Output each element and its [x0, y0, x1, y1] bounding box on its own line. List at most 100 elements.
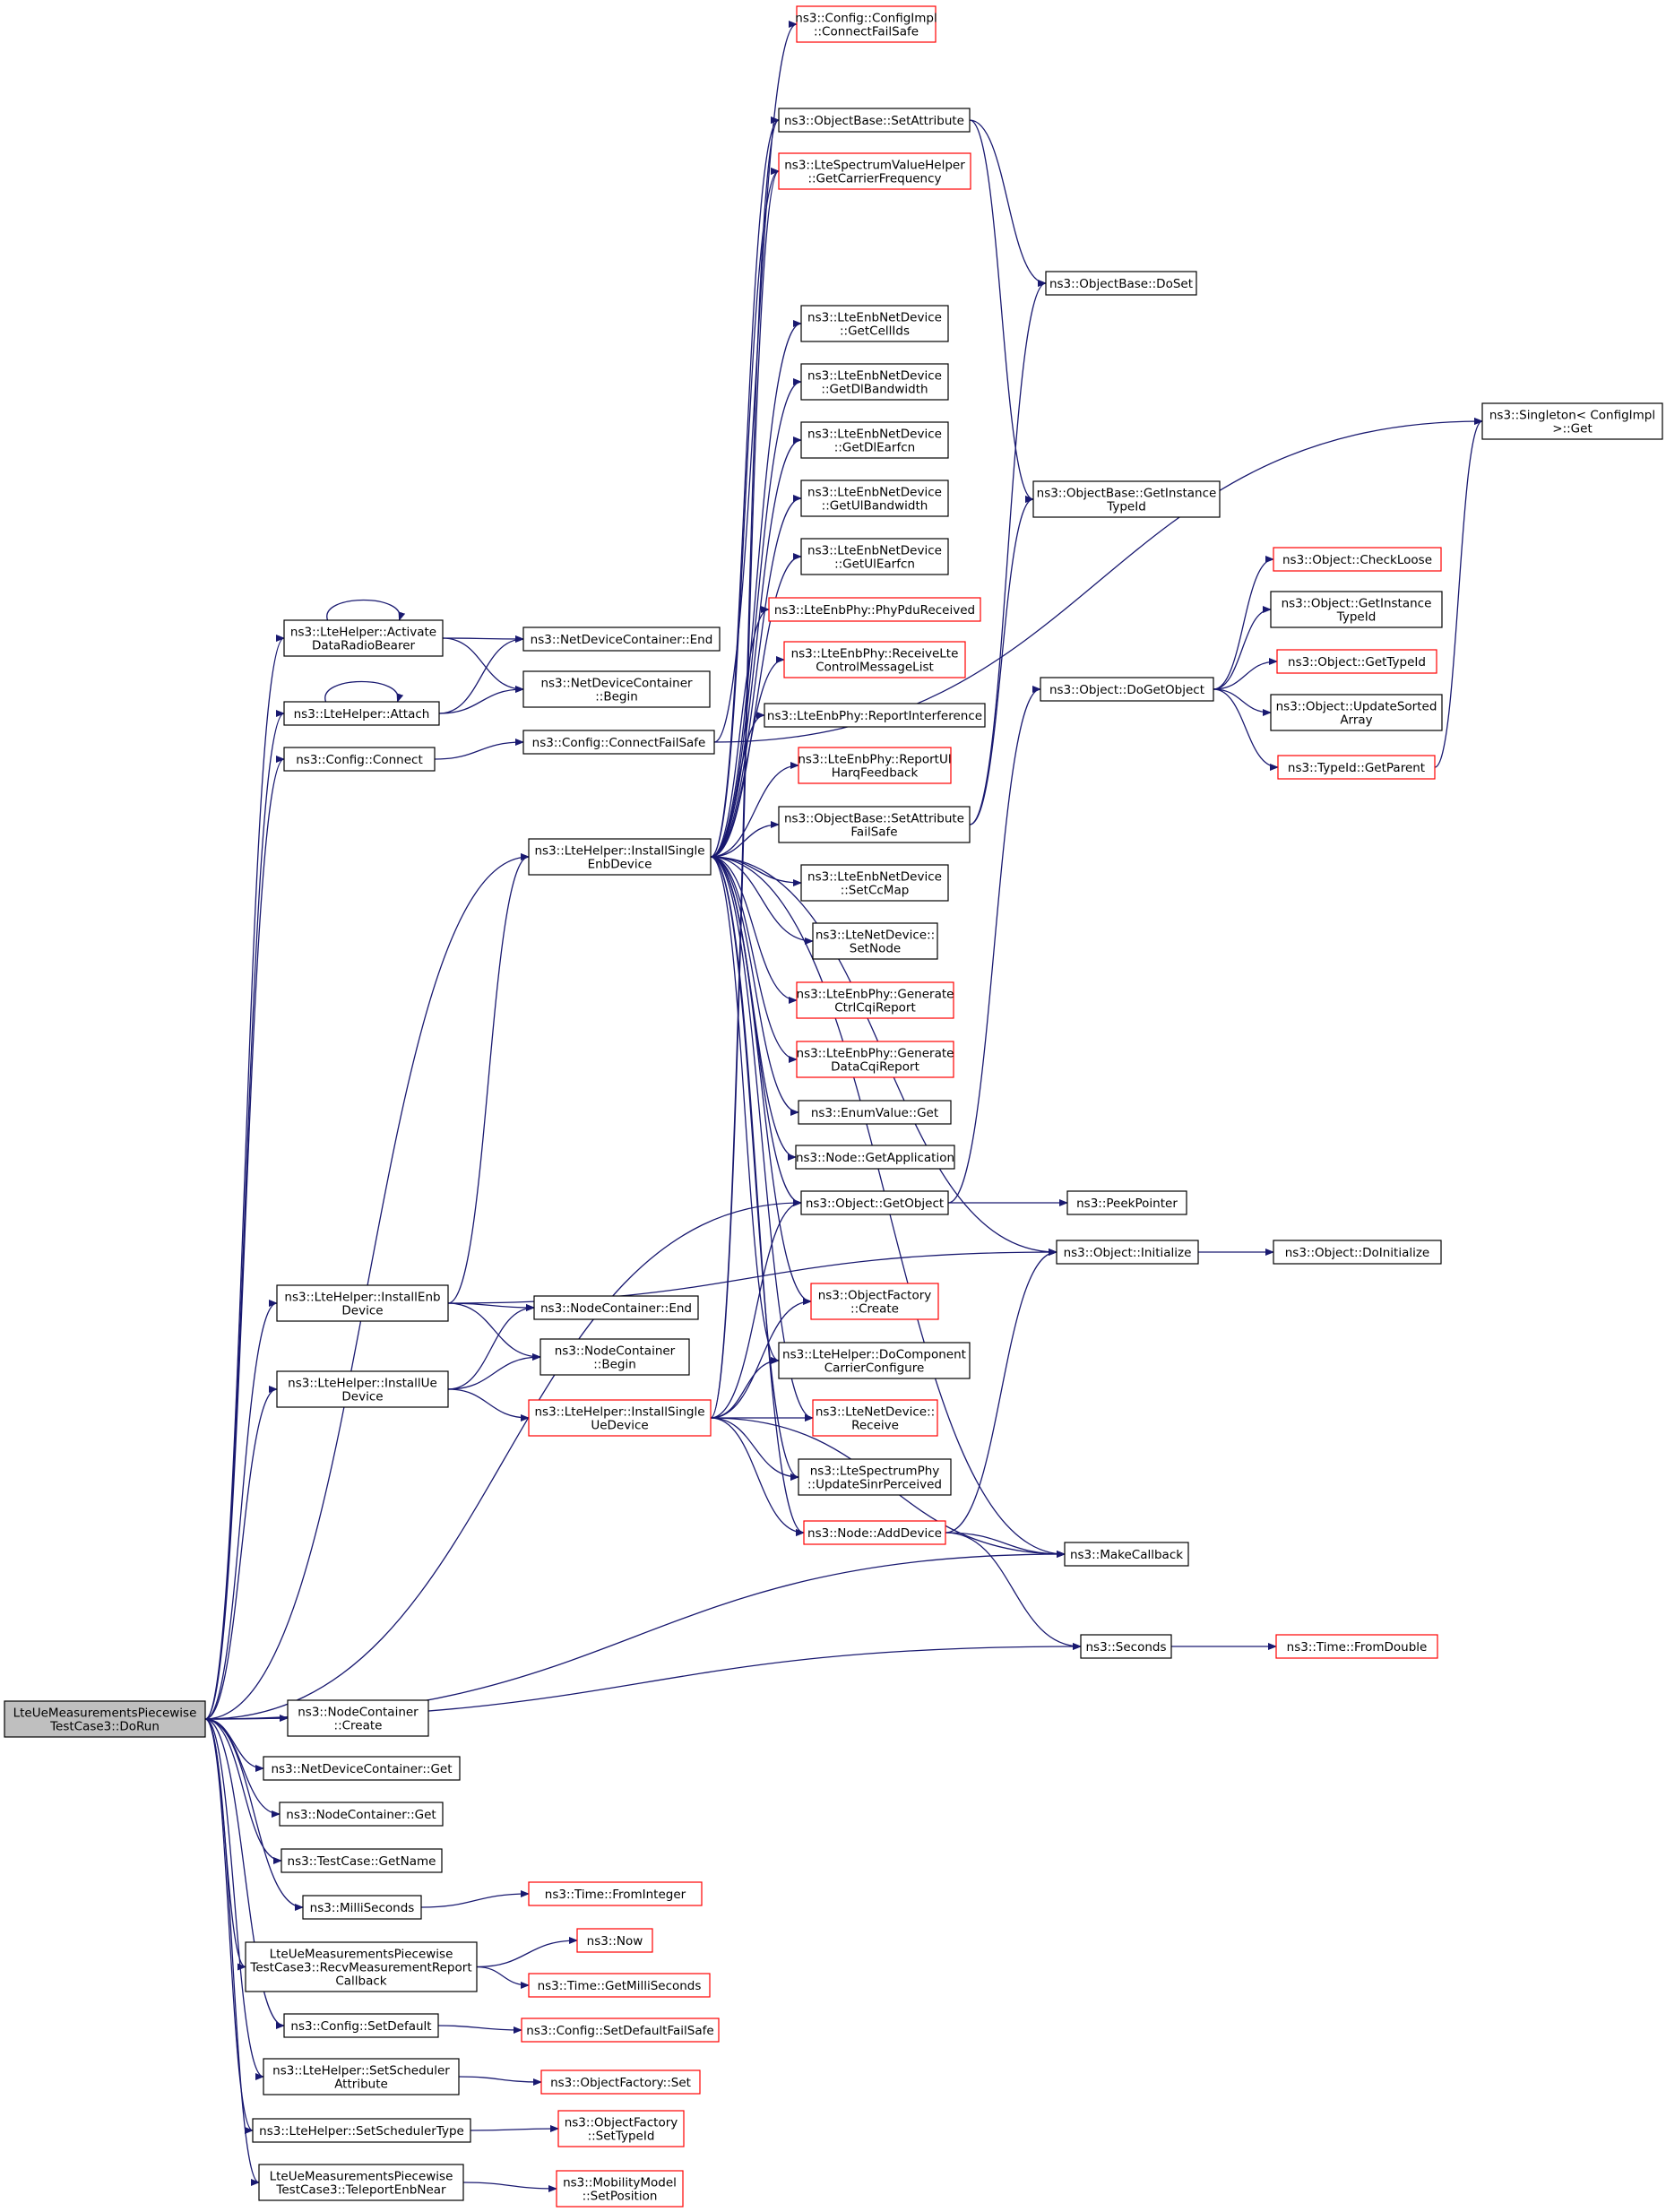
- node-getulearfcn[interactable]: ns3::LteEnbNetDevice::GetUlEarfcn: [800, 538, 949, 575]
- node-box[interactable]: [778, 806, 971, 843]
- node-setpos[interactable]: ns3::MobilityModel::SetPosition: [556, 2170, 684, 2208]
- node-box[interactable]: [783, 641, 966, 678]
- node-box[interactable]: [803, 1520, 946, 1545]
- node-box[interactable]: [1275, 1634, 1438, 1659]
- node-box[interactable]: [800, 363, 949, 401]
- node-box[interactable]: [522, 670, 711, 708]
- node-box[interactable]: [540, 1338, 690, 1376]
- node-box[interactable]: [576, 1928, 653, 1953]
- node-getobject[interactable]: ns3::Object::GetObject: [800, 1190, 949, 1215]
- node-getcellids[interactable]: ns3::LteEnbNetDevice::GetCellIds: [800, 305, 949, 342]
- node-box[interactable]: [281, 1848, 443, 1873]
- node-box[interactable]: [800, 538, 949, 575]
- node-box[interactable]: [279, 1802, 444, 1827]
- node-dogetobject[interactable]: ns3::Object::DoGetObject: [1040, 677, 1214, 702]
- node-box[interactable]: [540, 2069, 701, 2095]
- node-box[interactable]: [768, 597, 981, 622]
- node-box[interactable]: [521, 2018, 720, 2043]
- node-getapp[interactable]: ns3::Node::GetApplication: [795, 1145, 955, 1170]
- node-box[interactable]: [283, 2013, 439, 2038]
- node-box[interactable]: [1270, 694, 1443, 731]
- node-setdefault[interactable]: ns3::Config::SetDefault: [283, 2013, 439, 2038]
- node-doinit[interactable]: ns3::Object::DoInitialize: [1273, 1240, 1442, 1265]
- node-initialize[interactable]: ns3::Object::Initialize: [1056, 1240, 1199, 1265]
- node-box[interactable]: [1045, 271, 1197, 296]
- node-checkloose[interactable]: ns3::Object::CheckLoose: [1273, 547, 1442, 572]
- node-recvcb[interactable]: LteUeMeasurementsPiecewiseTestCase3::Rec…: [245, 1941, 478, 1992]
- node-box[interactable]: [1481, 402, 1663, 440]
- node-box[interactable]: [778, 108, 971, 133]
- node-reportinterf[interactable]: ns3::LteEnbPhy::ReportInterference: [764, 703, 986, 728]
- node-ndcget[interactable]: ns3::NetDeviceContainer::Get: [263, 1756, 461, 1781]
- node-getcarrier[interactable]: ns3::LteSpectrumValueHelper::GetCarrierF…: [778, 152, 971, 190]
- node-box[interactable]: [778, 152, 971, 190]
- node-box[interactable]: [557, 2110, 685, 2147]
- node-docc[interactable]: ns3::LteHelper::DoComponentCarrierConfig…: [778, 1342, 971, 1379]
- node-box[interactable]: [1066, 1190, 1187, 1215]
- node-enumget[interactable]: ns3::EnumValue::Get: [798, 1100, 952, 1125]
- node-box[interactable]: [796, 5, 937, 43]
- node-box[interactable]: [798, 747, 952, 784]
- node-getname[interactable]: ns3::TestCase::GetName: [281, 1848, 443, 1873]
- node-box[interactable]: [800, 864, 949, 902]
- node-box[interactable]: [800, 421, 949, 459]
- node-setdefaultfs[interactable]: ns3::Config::SetDefaultFailSafe: [521, 2018, 720, 2043]
- node-fromdouble[interactable]: ns3::Time::FromDouble: [1275, 1634, 1438, 1659]
- node-box[interactable]: [812, 922, 938, 960]
- node-setnode[interactable]: ns3::LteNetDevice::SetNode: [812, 922, 938, 960]
- node-box[interactable]: [522, 730, 715, 755]
- node-box[interactable]: [276, 1284, 449, 1322]
- node-box[interactable]: [1080, 1634, 1172, 1659]
- node-box[interactable]: [798, 1100, 952, 1125]
- node-box[interactable]: [287, 1699, 429, 1737]
- node-box[interactable]: [1032, 480, 1221, 518]
- node-adddevice[interactable]: ns3::Node::AddDevice: [803, 1520, 946, 1545]
- node-box[interactable]: [1056, 1240, 1199, 1265]
- node-makecb[interactable]: ns3::MakeCallback: [1064, 1542, 1189, 1567]
- node-box[interactable]: [810, 1283, 939, 1320]
- node-getparent[interactable]: ns3::TypeId::GetParent: [1277, 755, 1436, 780]
- node-box[interactable]: [283, 619, 444, 657]
- node-ofsettypeid[interactable]: ns3::ObjectFactory::SetTypeId: [557, 2110, 685, 2147]
- node-box[interactable]: [4, 1700, 206, 1738]
- node-cfgconnect[interactable]: ns3::Config::Connect: [283, 747, 436, 772]
- node-box[interactable]: [528, 1881, 703, 1906]
- node-box[interactable]: [533, 1295, 699, 1320]
- node-box[interactable]: [1276, 649, 1437, 674]
- node-phypdu[interactable]: ns3::LteEnbPhy::PhyPduReceived: [768, 597, 981, 622]
- node-attach[interactable]: ns3::LteHelper::Attach: [283, 701, 440, 726]
- node-box[interactable]: [252, 2118, 471, 2143]
- node-cfgimplcfs[interactable]: ns3::Config::ConfigImpl::ConnectFailSafe: [795, 5, 937, 43]
- node-box[interactable]: [528, 838, 712, 876]
- node-ncget[interactable]: ns3::NodeContainer::Get: [279, 1802, 444, 1827]
- node-ofset[interactable]: ns3::ObjectFactory::Set: [540, 2069, 701, 2095]
- node-box[interactable]: [1277, 755, 1436, 780]
- node-box[interactable]: [800, 480, 949, 517]
- node-ndcend[interactable]: ns3::NetDeviceContainer::End: [522, 626, 721, 652]
- node-box[interactable]: [276, 1370, 449, 1408]
- node-nccreate[interactable]: ns3::NodeContainer::Create: [287, 1699, 429, 1737]
- node-setccmap[interactable]: ns3::LteEnbNetDevice::SetCcMap: [800, 864, 949, 902]
- node-box[interactable]: [796, 1041, 954, 1078]
- node-recvctrl[interactable]: ns3::LteEnbPhy::ReceiveLteControlMessage…: [783, 641, 966, 678]
- node-seconds[interactable]: ns3::Seconds: [1080, 1634, 1172, 1659]
- node-now[interactable]: ns3::Now: [576, 1928, 653, 1953]
- node-box[interactable]: [522, 626, 721, 652]
- node-fromint[interactable]: ns3::Time::FromInteger: [528, 1881, 703, 1906]
- node-ofcreate[interactable]: ns3::ObjectFactory::Create: [810, 1283, 939, 1320]
- node-updatesinr[interactable]: ns3::LteSpectrumPhy::UpdateSinrPerceived: [798, 1458, 952, 1496]
- node-box[interactable]: [302, 1895, 422, 1920]
- node-ncend[interactable]: ns3::NodeContainer::End: [533, 1295, 699, 1320]
- node-box[interactable]: [528, 1399, 712, 1437]
- node-singleton[interactable]: ns3::Singleton< ConfigImpl >::Get: [1481, 402, 1663, 440]
